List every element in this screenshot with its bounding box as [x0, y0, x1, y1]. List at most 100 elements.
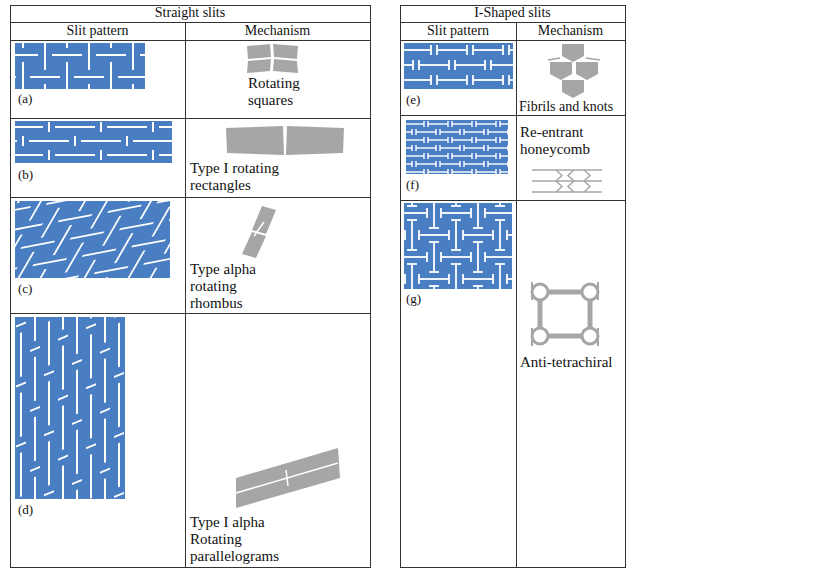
table-rule	[400, 115, 625, 116]
slit	[473, 271, 483, 273]
slit	[107, 154, 147, 156]
slit	[22, 43, 24, 48]
rotating-rectangles-figure	[226, 126, 344, 155]
slit	[406, 171, 424, 172]
slit	[487, 145, 488, 151]
slit	[451, 137, 452, 143]
slit	[406, 139, 424, 140]
slit	[452, 171, 472, 172]
slit	[110, 43, 112, 48]
slit	[440, 208, 442, 218]
slit	[157, 201, 170, 203]
slit	[58, 396, 68, 400]
slit	[44, 84, 46, 89]
slit	[139, 268, 156, 278]
table-rule	[400, 200, 625, 201]
slit	[439, 161, 440, 167]
slit-sheet	[15, 317, 125, 499]
slit	[429, 227, 439, 229]
slit	[114, 433, 124, 437]
slit	[16, 443, 26, 447]
slit	[404, 256, 427, 258]
slit	[411, 145, 412, 151]
slit	[104, 317, 106, 343]
column-heading: Mechanism	[185, 23, 370, 39]
slit	[30, 201, 47, 220]
slit	[74, 76, 104, 78]
column-heading: Slit pattern	[10, 23, 185, 39]
slit	[423, 169, 424, 174]
slit	[34, 317, 36, 341]
slit	[411, 161, 412, 167]
slit-sheet	[15, 43, 145, 89]
slit	[427, 137, 428, 143]
slit	[459, 145, 460, 151]
slit	[475, 137, 476, 143]
slit	[441, 212, 471, 214]
slit	[118, 76, 145, 78]
slit	[499, 220, 501, 250]
slit	[473, 79, 503, 81]
slit	[475, 121, 476, 127]
slit	[507, 161, 508, 167]
slit	[448, 60, 450, 70]
slit	[495, 263, 505, 265]
slit	[104, 359, 106, 403]
slit	[76, 490, 78, 499]
slit	[30, 467, 40, 471]
slit	[430, 45, 432, 55]
slit	[90, 454, 92, 498]
slit	[76, 370, 78, 414]
slit	[451, 153, 452, 159]
slit	[76, 430, 78, 474]
table-rule	[400, 40, 625, 41]
slit	[406, 131, 412, 132]
slit	[78, 260, 95, 278]
mechanism-name: Anti-tetrachiral	[520, 354, 624, 371]
slit	[79, 201, 96, 211]
slit	[15, 154, 43, 156]
table-rule	[516, 22, 517, 568]
slit	[15, 126, 43, 128]
slit	[411, 129, 412, 135]
slit	[484, 208, 486, 218]
slit	[430, 75, 432, 85]
slit	[466, 45, 468, 55]
slit	[473, 285, 483, 287]
slit	[440, 147, 460, 148]
slit	[463, 234, 493, 236]
slit	[34, 357, 36, 401]
slit	[463, 278, 493, 280]
slit	[141, 201, 158, 219]
slit	[463, 161, 464, 167]
slit	[426, 252, 428, 262]
slit	[491, 64, 513, 66]
slit	[132, 240, 166, 246]
slit	[48, 321, 50, 365]
slit	[508, 75, 510, 85]
slit	[428, 139, 448, 140]
slit	[477, 242, 479, 272]
slit	[115, 233, 132, 263]
slit	[500, 139, 508, 140]
slit-patterns	[0, 0, 773, 570]
mechanism-name: Type I alpha Rotating parallelograms	[190, 514, 300, 564]
slit	[411, 220, 413, 250]
slit	[82, 250, 116, 256]
slit	[55, 126, 95, 128]
slit	[144, 258, 170, 264]
slit	[419, 234, 449, 236]
slit	[33, 259, 67, 265]
slit	[433, 242, 435, 272]
slit	[15, 268, 17, 274]
slit	[100, 150, 102, 160]
slit	[473, 227, 483, 229]
slit	[506, 274, 508, 284]
slit	[475, 153, 476, 159]
slit	[169, 214, 170, 220]
slit	[466, 75, 468, 85]
slit	[66, 62, 68, 89]
slit	[464, 131, 484, 132]
